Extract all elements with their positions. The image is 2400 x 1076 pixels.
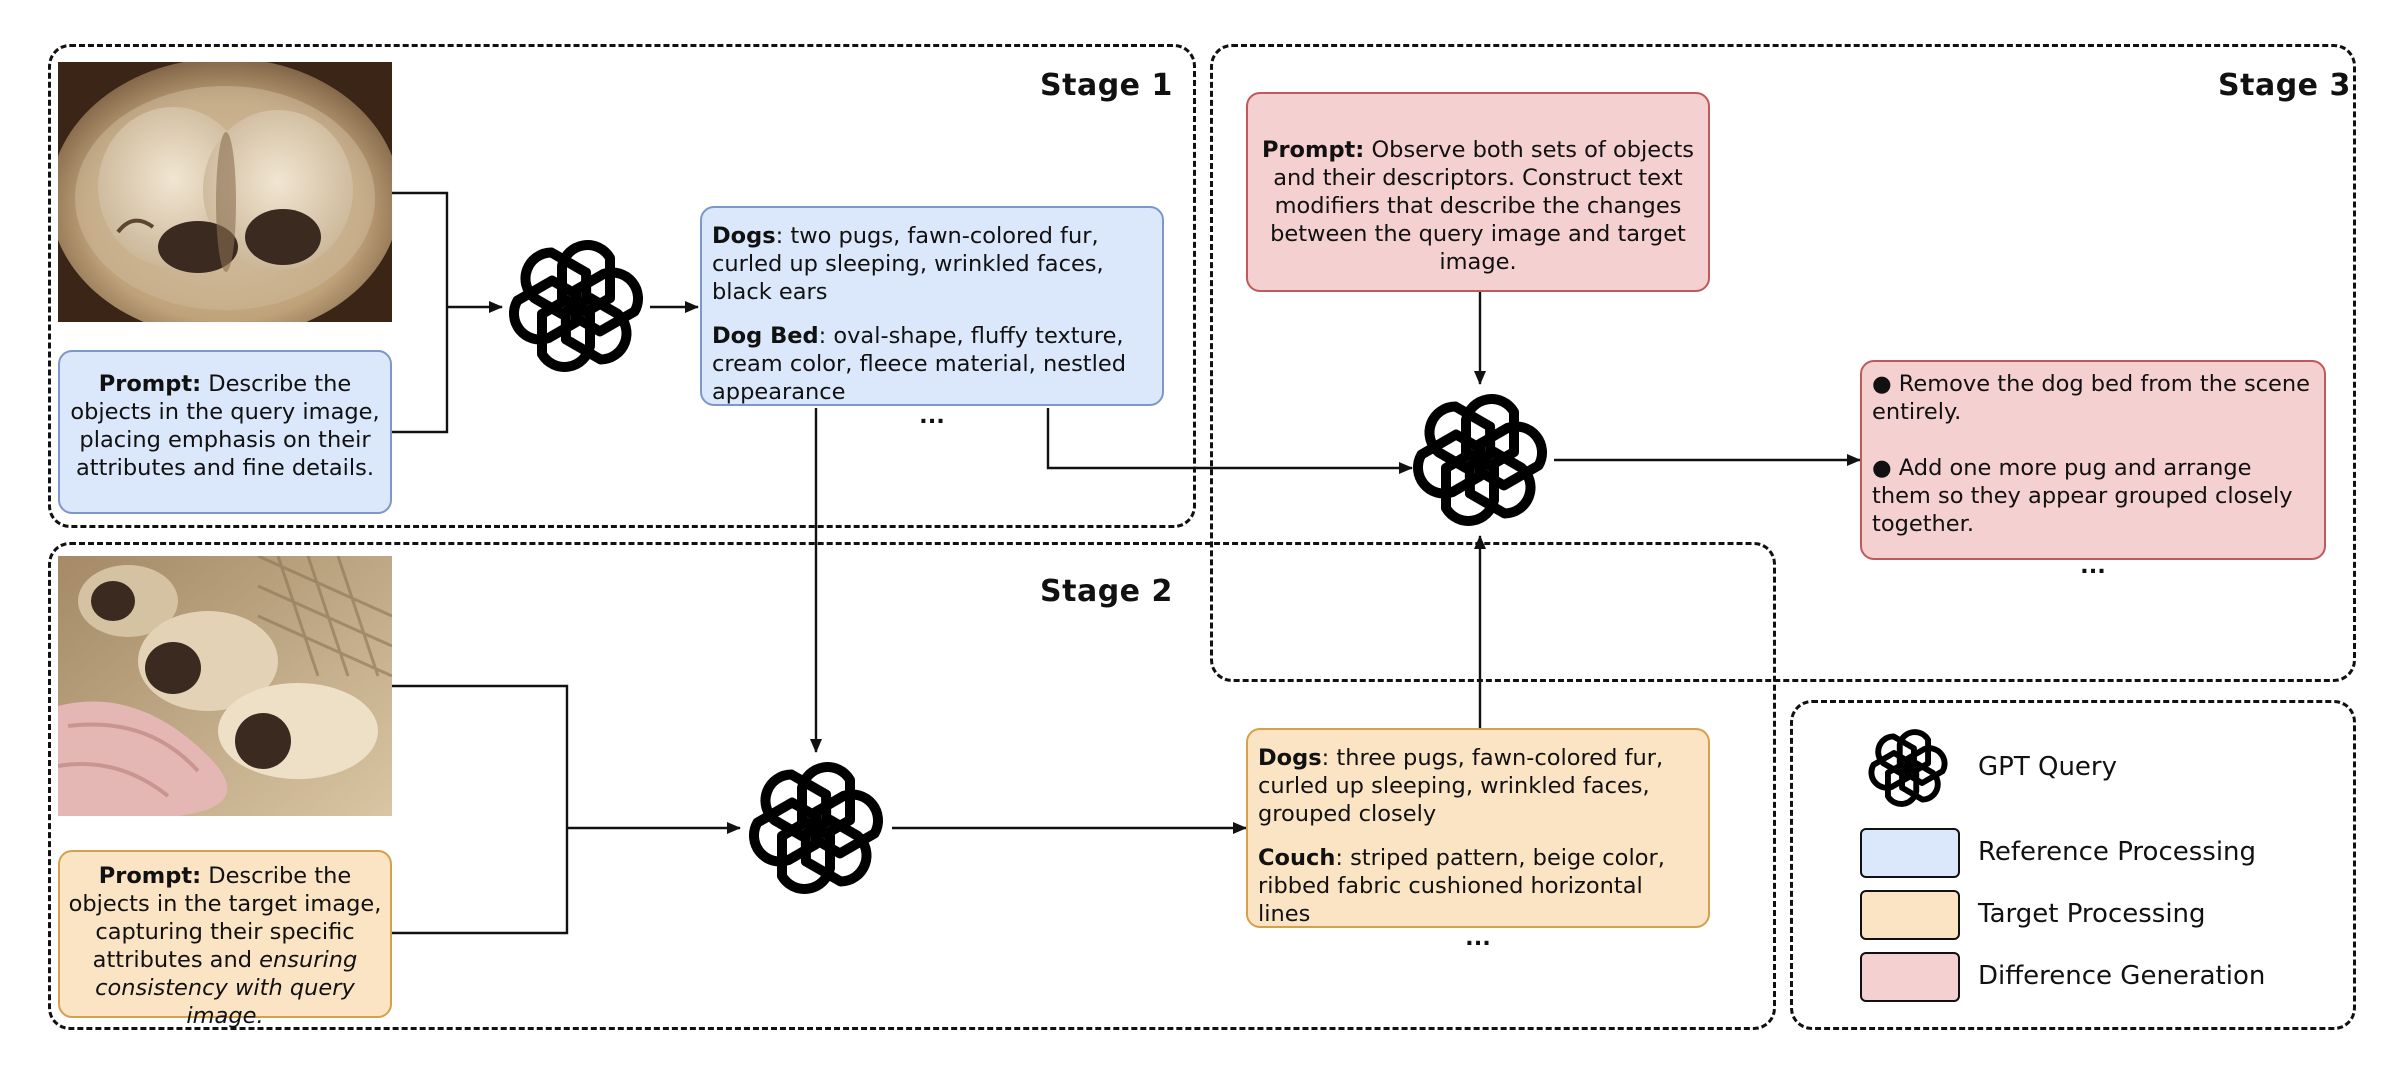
openai-logo-icon	[1862, 722, 1954, 814]
stage2-title: Stage 2	[1040, 574, 1173, 609]
stage2-dogs-text: : three pugs, fawn-colored fur, curled u…	[1258, 745, 1664, 827]
stage2-prompt-label: Prompt:	[98, 863, 202, 889]
legend-gpt-label: GPT Query	[1978, 752, 2117, 782]
stage2-dogs-label: Dogs	[1258, 745, 1322, 771]
legend-diff-swatch	[1860, 952, 1960, 1002]
stage1-prompt-box: Prompt: Describe the objects in the quer…	[58, 350, 392, 514]
legend-diff-label: Difference Generation	[1978, 961, 2266, 991]
stage1-title: Stage 1	[1040, 68, 1173, 103]
stage1-prompt-text: Describe the objects in the query image,…	[70, 371, 380, 481]
stage1-dogs-label: Dogs	[712, 223, 776, 249]
stage3-item-1: ● Remove the dog bed from the scene enti…	[1872, 371, 2310, 425]
stage3-ellipsis: ...	[2080, 553, 2106, 579]
stage1-ellipsis: ...	[919, 403, 945, 429]
legend-tgt-swatch	[1860, 890, 1960, 940]
stage3-prompt-box: Prompt: Observe both sets of objects and…	[1246, 92, 1710, 292]
legend-ref-label: Reference Processing	[1978, 837, 2257, 867]
stage2-prompt-italic: ensuring consistency with query image.	[95, 947, 358, 1029]
stage3-region	[1210, 44, 2356, 682]
stage1-bed-label: Dog Bed	[712, 323, 819, 349]
stage1-region	[48, 44, 1196, 528]
legend-tgt-label: Target Processing	[1978, 899, 2206, 929]
query-photo	[58, 62, 392, 322]
stage1-dogs-text: : two pugs, fawn-colored fur, curled up …	[712, 223, 1104, 305]
stage2-ellipsis: ...	[1465, 925, 1491, 951]
stage2-region	[48, 542, 1776, 1030]
stage1-output-box: Dogs: two pugs, fawn-colored fur, curled…	[700, 206, 1164, 429]
openai-logo-icon	[738, 750, 894, 906]
target-photo	[58, 556, 392, 816]
stage2-couch-text: : striped pattern, beige color, ribbed f…	[1258, 845, 1665, 927]
stage2-couch-label: Couch	[1258, 845, 1336, 871]
stage2-prompt-text: Describe the objects in the target image…	[68, 863, 382, 973]
stage3-title: Stage 3	[2218, 68, 2351, 103]
stage1-prompt-label: Prompt:	[98, 371, 202, 397]
stage3-output-box: ● Remove the dog bed from the scene enti…	[1860, 360, 2326, 579]
stage1-bed-text: : oval-shape, fluffy texture, cream colo…	[712, 323, 1126, 405]
stage2-prompt-box: Prompt: Describe the objects in the targ…	[58, 850, 392, 1029]
openai-logo-icon	[1402, 382, 1558, 538]
openai-logo-icon	[498, 228, 654, 384]
legend-region	[1790, 700, 2356, 1030]
stage2-output-box: Dogs: three pugs, fawn-colored fur, curl…	[1246, 728, 1710, 951]
stage3-prompt-label: Prompt:	[1261, 137, 1365, 163]
legend-ref-swatch	[1860, 828, 1960, 878]
stage3-item-2: ● Add one more pug and arrange them so t…	[1872, 455, 2293, 537]
stage3-prompt-text: Observe both sets of objects and their d…	[1270, 137, 1695, 275]
